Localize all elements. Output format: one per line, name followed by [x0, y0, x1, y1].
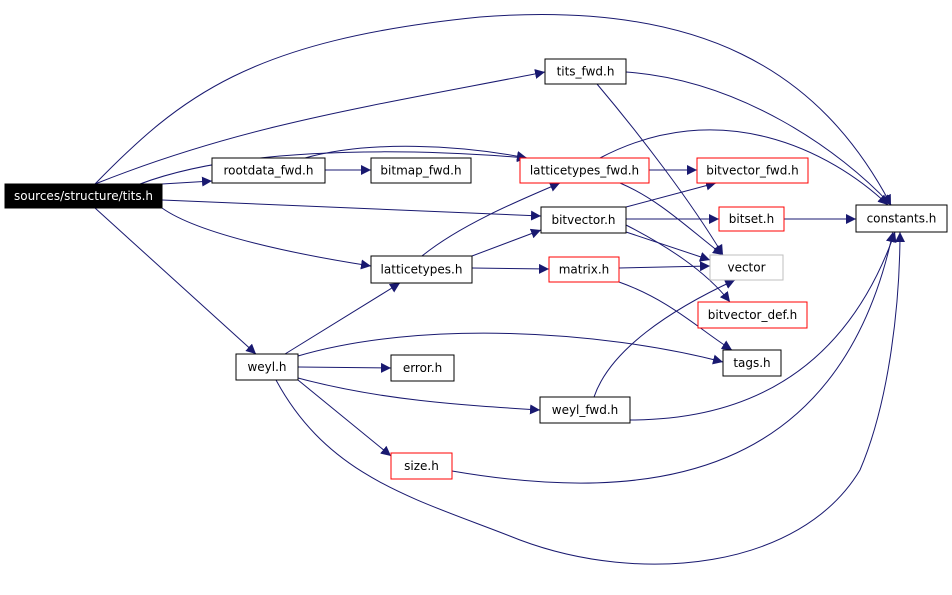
node-label: bitvector.h — [551, 213, 615, 227]
edge-tits-h-to-latticetypes-fwd — [139, 151, 528, 185]
edge-weyl-fwd-to-vector — [593, 279, 736, 398]
edge-tits-h-to-latticetypes — [161, 207, 372, 270]
node-box — [548, 256, 620, 283]
node-matrix[interactable]: matrix.h — [548, 256, 620, 283]
node-label: tits_fwd.h — [557, 65, 615, 79]
edge-weyl-to-constants — [275, 231, 905, 565]
edge-bitvector-to-bitvector-def — [625, 224, 731, 303]
node-box — [235, 353, 299, 381]
edge-matrix-to-tags — [618, 281, 733, 351]
edge-latticetypes-to-matrix — [471, 263, 550, 274]
node-box — [390, 452, 453, 480]
node-box — [370, 157, 472, 184]
node-label: constants.h — [867, 212, 937, 226]
node-bitvector-fwd[interactable]: bitvector_fwd.h — [696, 157, 809, 184]
edge-tits-h-to-constants — [94, 14, 892, 206]
node-label: latticetypes.h — [381, 263, 463, 277]
node-label: tags.h — [733, 356, 770, 370]
node-box — [211, 157, 326, 184]
node-latticetypes-fwd[interactable]: latticetypes_fwd.h — [519, 157, 650, 184]
node-box — [709, 254, 784, 281]
edge-tits-h-to-bitvector — [161, 199, 542, 221]
node-bitmap-fwd[interactable]: bitmap_fwd.h — [370, 157, 472, 184]
edge-rootdata-fwd-to-latticetypes-fwd — [304, 145, 528, 162]
node-box — [539, 396, 631, 424]
node-label: vector — [727, 261, 765, 275]
node-box — [390, 354, 455, 382]
edge-bitvector-to-bitvector-fwd — [625, 180, 717, 208]
node-tags[interactable]: tags.h — [722, 349, 782, 377]
node-box — [4, 183, 163, 209]
edges-layer — [94, 14, 905, 565]
node-error[interactable]: error.h — [390, 354, 455, 382]
node-bitset[interactable]: bitset.h — [718, 206, 785, 232]
node-label: weyl.h — [247, 360, 286, 374]
node-box — [370, 255, 473, 284]
edge-tits-fwd-to-vector — [596, 83, 724, 256]
node-bitvector-def[interactable]: bitvector_def.h — [697, 301, 808, 329]
edge-weyl-fwd-to-constants — [629, 231, 897, 421]
edge-weyl-to-latticetypes — [284, 282, 401, 355]
node-box — [544, 58, 627, 85]
node-weyl-fwd[interactable]: weyl_fwd.h — [539, 396, 631, 424]
node-box — [519, 157, 650, 184]
node-vector[interactable]: vector — [709, 254, 784, 281]
node-size[interactable]: size.h — [390, 452, 453, 480]
node-label: sources/structure/tits.h — [14, 189, 153, 203]
edge-bitvector-to-vector — [625, 231, 711, 262]
node-box — [540, 206, 627, 234]
edge-weyl-to-error — [297, 362, 392, 373]
edge-latticetypes-fwd-to-vector — [619, 182, 724, 256]
node-label: rootdata_fwd.h — [224, 164, 314, 178]
edge-latticetypes-fwd-to-constants — [599, 129, 889, 206]
node-tits-h[interactable]: sources/structure/tits.h — [4, 183, 163, 209]
edge-matrix-to-vector — [618, 261, 711, 272]
node-label: error.h — [403, 361, 442, 375]
edge-weyl-to-weyl-fwd — [297, 377, 541, 415]
node-label: size.h — [404, 459, 439, 473]
node-weyl[interactable]: weyl.h — [235, 353, 299, 381]
edge-latticetypes-to-bitvector — [471, 228, 542, 257]
edge-tits-h-to-tits-fwd — [94, 69, 546, 185]
node-label: matrix.h — [559, 263, 610, 277]
edge-weyl-to-tags — [297, 332, 724, 365]
node-tits-fwd[interactable]: tits_fwd.h — [544, 58, 627, 85]
node-label: latticetypes_fwd.h — [530, 164, 639, 178]
edge-latticetypes-to-latticetypes-fwd — [421, 182, 561, 257]
node-label: weyl_fwd.h — [552, 403, 619, 417]
node-rootdata-fwd[interactable]: rootdata_fwd.h — [211, 157, 326, 184]
node-box — [855, 204, 948, 233]
node-box — [722, 349, 782, 377]
edge-tits-h-to-rootdata-fwd — [161, 176, 213, 187]
node-label: bitvector_fwd.h — [706, 164, 799, 178]
edge-tits-h-to-weyl — [94, 207, 257, 355]
node-box — [718, 206, 785, 232]
node-label: bitvector_def.h — [708, 308, 798, 322]
node-bitvector[interactable]: bitvector.h — [540, 206, 627, 234]
edge-weyl-to-size — [297, 379, 392, 457]
nodes-layer: sources/structure/tits.h tits_fwd.hrootda… — [4, 58, 948, 480]
edge-tits-fwd-to-constants — [625, 71, 892, 206]
node-latticetypes[interactable]: latticetypes.h — [370, 255, 473, 284]
node-label: bitset.h — [729, 212, 774, 226]
node-label: bitmap_fwd.h — [380, 164, 461, 178]
node-constants[interactable]: constants.h — [855, 204, 948, 233]
node-box — [696, 157, 809, 184]
node-box — [697, 301, 808, 329]
edge-size-to-constants — [451, 231, 896, 484]
